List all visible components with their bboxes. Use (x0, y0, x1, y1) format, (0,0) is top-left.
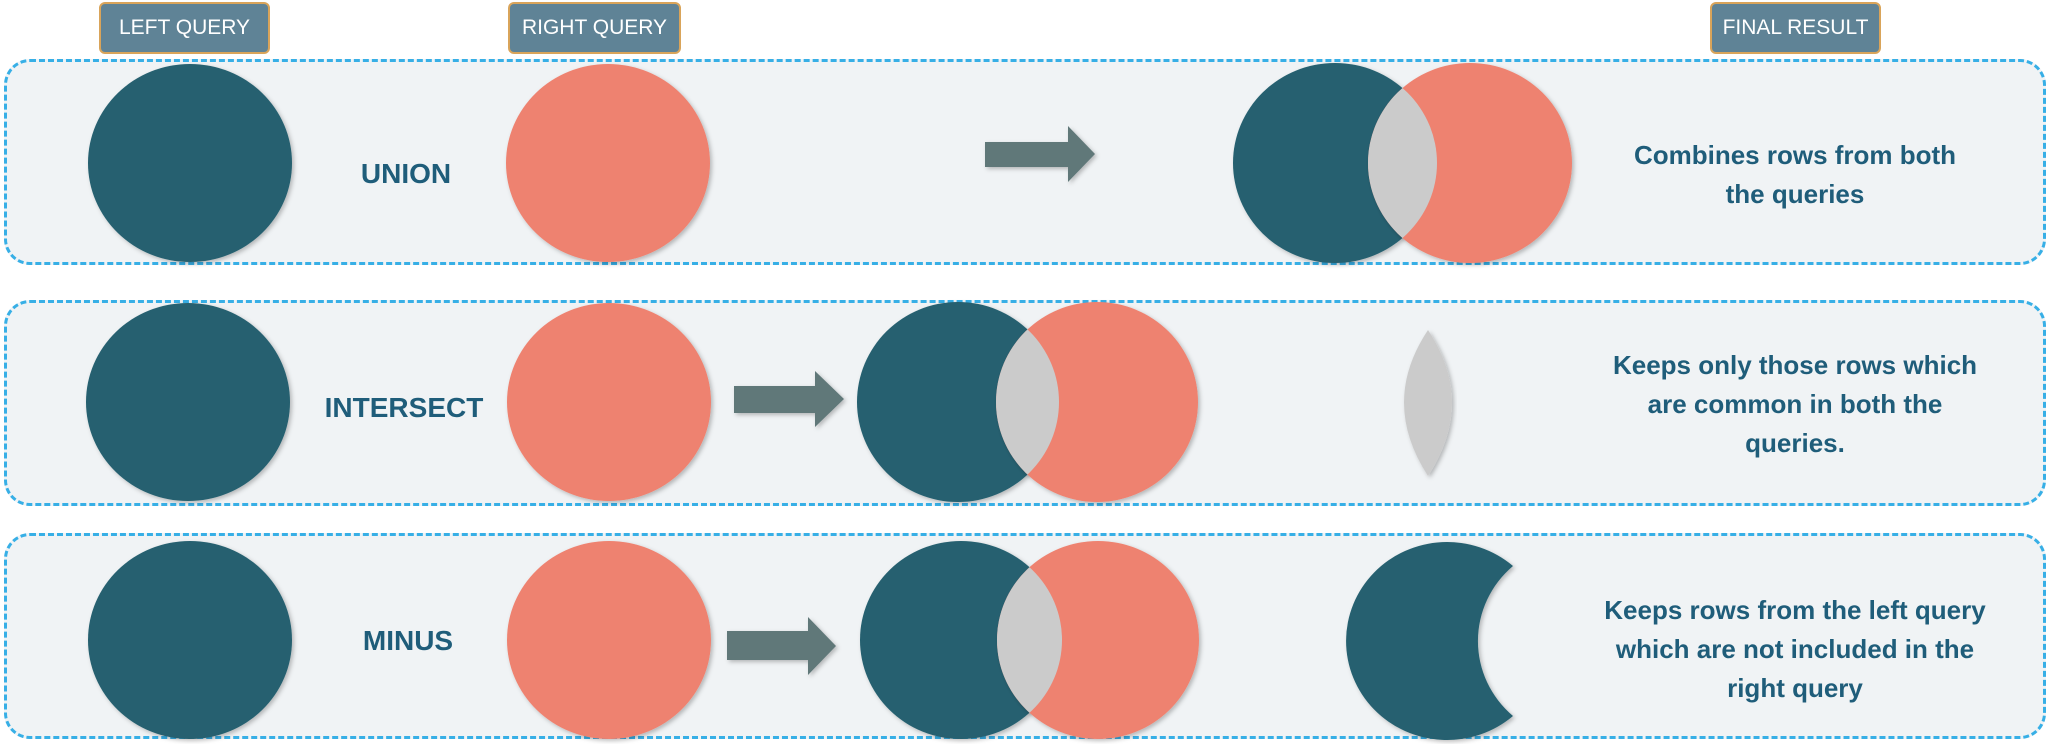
union-description-line-1: Combines rows from both (1633, 140, 1957, 170)
union-label: UNION (360, 158, 452, 189)
minus-result-crescent (1346, 541, 1513, 740)
intersect-description: Keeps only those rows which are common i… (1560, 346, 2030, 463)
minus-diagram-overlap (997, 541, 1062, 739)
minus-description-line-1: Keeps rows from the left query (1604, 595, 1986, 625)
minus-description-line-2: which are not included in the (1615, 634, 1975, 664)
intersect-result-lens (1404, 330, 1452, 476)
union-right-circle (506, 64, 710, 262)
union-left-circle (88, 64, 292, 262)
intersect-diagram-right (996, 302, 1198, 502)
minus-right-circle (507, 541, 711, 739)
final-result-header: FINAL RESULT (1710, 2, 1881, 54)
intersect-arrow-icon (734, 371, 844, 427)
intersect-left-circle (86, 303, 290, 501)
intersect-description-line-3: queries. (1745, 428, 1845, 458)
intersect-description-line-2: are common in both the (1647, 389, 1943, 419)
minus-arrow-icon (727, 617, 836, 675)
intersect-diagram-left (857, 302, 1059, 502)
intersect-right-circle (507, 303, 711, 501)
minus-description-line-3: right query (1727, 673, 1863, 703)
minus-description: Keeps rows from the left query which are… (1560, 591, 2030, 708)
right-query-header: RIGHT QUERY (508, 2, 681, 54)
minus-left-circle (88, 541, 292, 739)
union-description-line-2: the queries (1725, 179, 1865, 209)
union-description: Combines rows from both the queries (1560, 136, 2030, 214)
left-query-header: LEFT QUERY (99, 2, 270, 54)
minus-label: MINUS (362, 625, 454, 656)
union-arrow-icon (985, 126, 1095, 182)
intersect-description-line-1: Keeps only those rows which (1612, 350, 1978, 380)
union-result-overlap (1368, 63, 1437, 263)
intersect-label: INTERSECT (324, 392, 484, 423)
